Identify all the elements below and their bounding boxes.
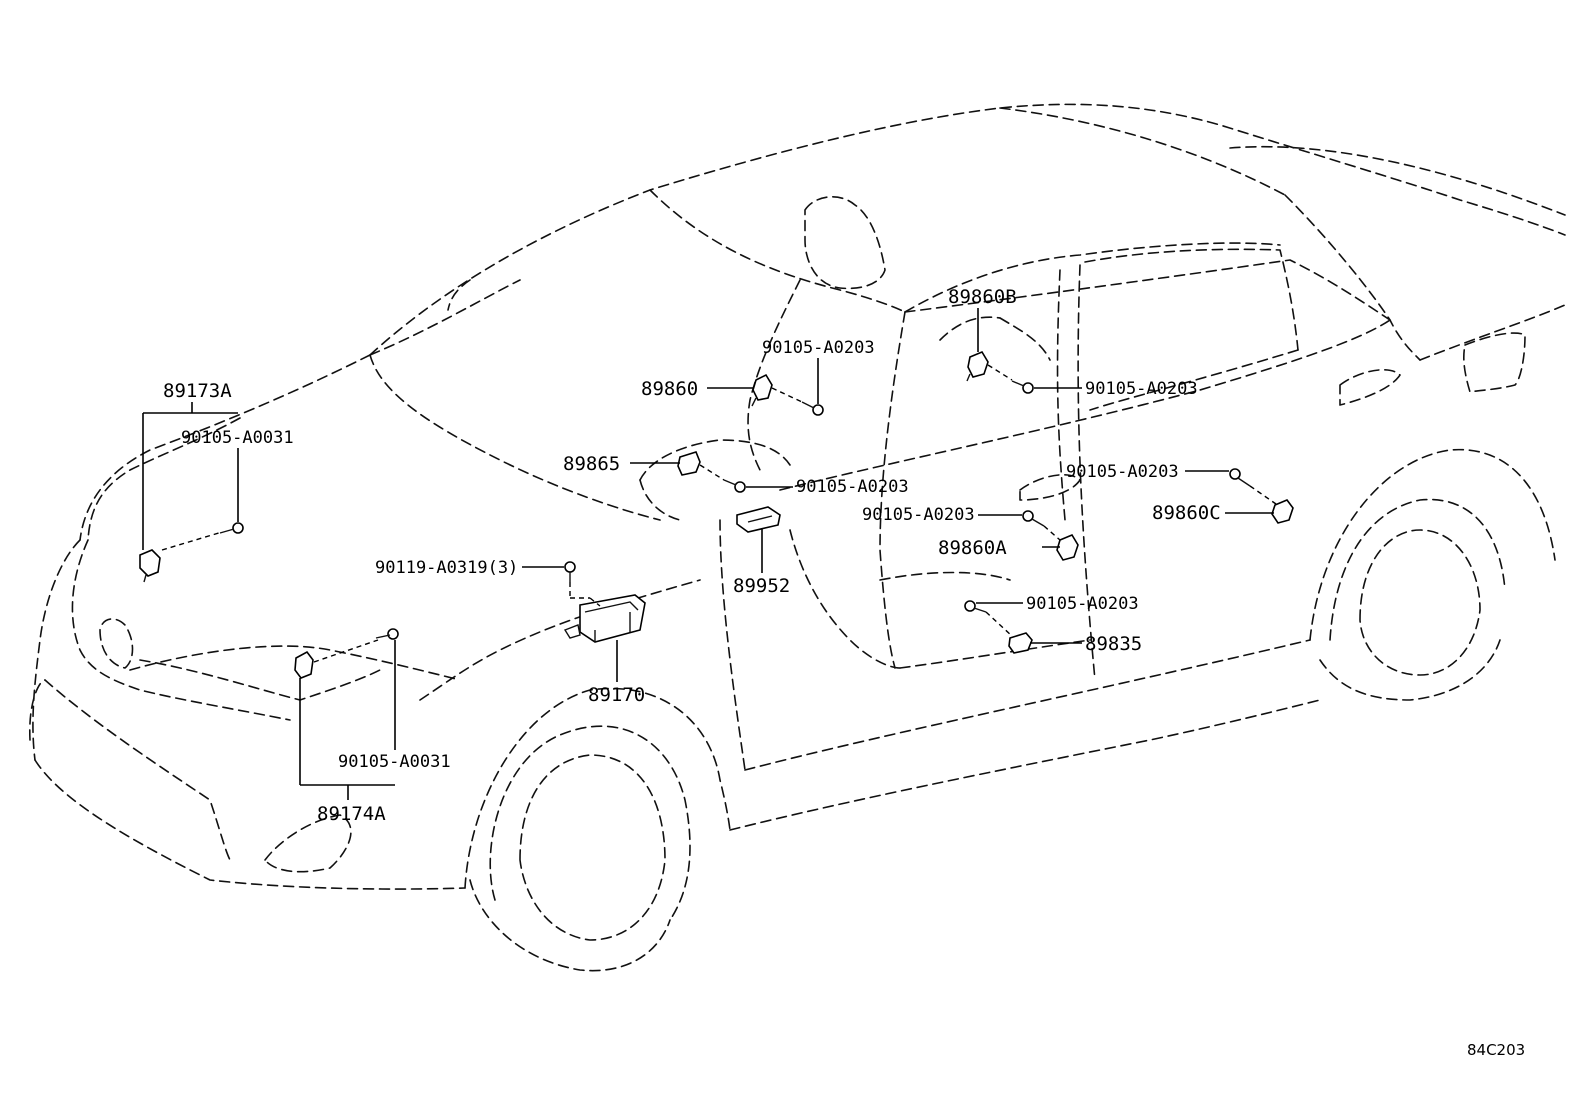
diagram-code: 84C203 (1467, 1041, 1525, 1059)
bolt-90105-A0203-a-icon (1011, 380, 1034, 394)
label-90105-A0203-d: 90105-A0203 (1066, 462, 1179, 482)
ecu-89170-icon (563, 594, 646, 643)
label-89865: 89865 (563, 453, 620, 475)
label-90105-A0031-top: 90105-A0031 (181, 428, 294, 448)
label-90119-A0319: 90119-A0319(3) (375, 558, 518, 578)
label-90105-A0203-f: 90105-A0203 (1026, 594, 1139, 614)
label-89173A: 89173A (163, 380, 232, 402)
bolt-90105-A0031-top-icon (219, 522, 244, 534)
sensor-89173A-icon (139, 549, 161, 583)
sensor-89860A-icon (1056, 533, 1079, 561)
module-89952-icon (736, 506, 781, 533)
label-90105-A0203-b: 90105-A0203 (762, 338, 875, 358)
label-89952: 89952 (733, 575, 790, 597)
sensor-89174A-icon (294, 650, 314, 679)
label-89170: 89170 (588, 684, 645, 706)
bolt-90105-A0203-e-icon (1022, 510, 1045, 527)
bolt-90105-A0203-c-icon (723, 479, 746, 493)
bolt-90105-A0203-d-icon (1229, 468, 1251, 487)
car-body-outline (29, 103, 1566, 972)
label-89860: 89860 (641, 378, 698, 400)
part-labels: 89173A 90105-A0031 89860B 90105-A0203 89… (163, 286, 1221, 825)
bolt-90119-A0319-icon (564, 561, 576, 582)
sensor-89860C-icon (1271, 499, 1294, 524)
label-90105-A0203-a: 90105-A0203 (1085, 379, 1198, 399)
sensor-89860-icon (751, 373, 773, 407)
leader-lines (142, 308, 1274, 800)
bolt-90105-A0203-b-icon (801, 401, 824, 416)
sensor-89865-icon (677, 451, 701, 476)
label-90105-A0031-bottom: 90105-A0031 (338, 752, 451, 772)
label-89860C: 89860C (1152, 502, 1221, 524)
sensor-89860B-icon (966, 350, 989, 382)
bolt-90105-A0203-f-icon (964, 600, 987, 613)
label-89835: 89835 (1085, 633, 1142, 655)
parts-layer (139, 350, 1294, 679)
label-89174A: 89174A (317, 803, 386, 825)
label-90105-A0203-e: 90105-A0203 (862, 505, 975, 525)
label-89860A: 89860A (938, 537, 1007, 559)
bolt-90105-A0031-bottom-icon (375, 628, 399, 640)
label-90105-A0203-c: 90105-A0203 (796, 477, 909, 497)
sensor-89835-icon (1008, 632, 1033, 654)
label-89860B: 89860B (948, 286, 1017, 308)
